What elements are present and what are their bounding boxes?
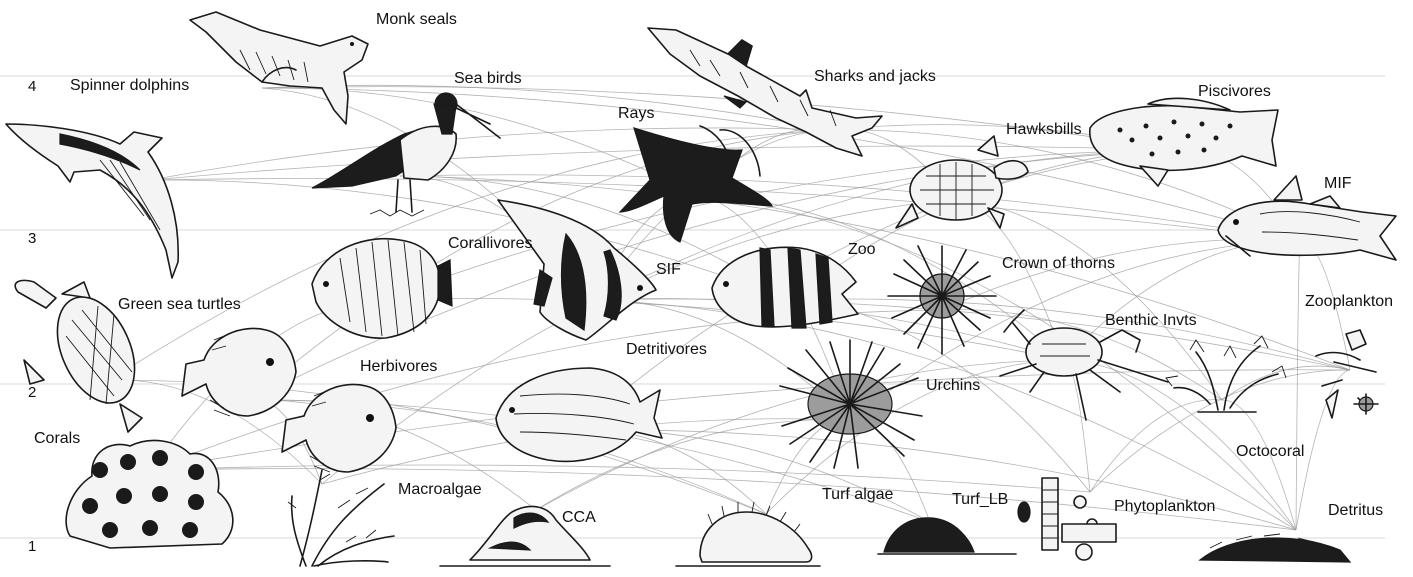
corals-illustration	[66, 440, 233, 548]
feeding-link-corals-to-phytoplankton	[150, 465, 1090, 492]
detritivore-fish-illustration	[496, 368, 662, 461]
label-zoo: Zoo	[848, 241, 876, 258]
label-herbivores: Herbivores	[360, 358, 437, 375]
zoo-fish-illustration	[712, 247, 858, 328]
herbivore-fish-illustration-upper	[182, 328, 296, 416]
label-phytoplankton: Phytoplankton	[1114, 498, 1215, 515]
octocoral-illustration	[1166, 336, 1286, 412]
feeding-link-benthic-invts-to-turf-algae	[766, 360, 1064, 514]
piscivore-fish-illustration	[1090, 98, 1278, 186]
label-monk-seals: Monk seals	[376, 11, 457, 28]
mif-fish-illustration	[1218, 176, 1396, 260]
label-turf-lb: Turf_LB	[952, 491, 1008, 508]
trophic-level-2: 2	[28, 384, 36, 401]
herbivore-fish-illustration-lower	[282, 384, 396, 472]
spinner-dolphin-illustration	[6, 124, 178, 278]
label-mif: MIF	[1324, 175, 1352, 192]
corallivore-fish-illustration	[312, 239, 452, 338]
label-crown-of-thorns: Crown of thorns	[1002, 255, 1115, 272]
label-benthic-invts: Benthic Invts	[1105, 312, 1197, 329]
shark-illustration	[648, 28, 882, 156]
label-macroalgae: Macroalgae	[398, 481, 482, 498]
label-sea-birds: Sea birds	[454, 70, 522, 87]
label-cca: CCA	[562, 509, 596, 526]
label-detritus: Detritus	[1328, 502, 1383, 519]
label-rays: Rays	[618, 105, 654, 122]
label-octocoral: Octocoral	[1236, 443, 1304, 460]
monk-seal-illustration	[190, 12, 368, 124]
label-corallivores: Corallivores	[448, 235, 532, 252]
trophic-level-4: 4	[28, 78, 36, 95]
feeding-link-mif-to-detritus	[1296, 240, 1300, 530]
label-corals: Corals	[34, 430, 80, 447]
feeding-link-urchins-to-turf-lb	[850, 420, 930, 522]
ray-illustration	[620, 126, 772, 242]
node-labels: Monk seals Spinner dolphins Sea birds Sh…	[34, 11, 1393, 526]
label-detritivores: Detritivores	[626, 341, 707, 358]
label-zooplankton: Zooplankton	[1305, 293, 1393, 310]
feeding-link-zooplankton-to-phytoplankton	[1090, 370, 1350, 492]
label-spinner-dolphins: Spinner dolphins	[70, 77, 189, 94]
label-sif: SIF	[656, 261, 681, 278]
label-turf-algae: Turf algae	[822, 486, 894, 503]
label-sharks-and-jacks: Sharks and jacks	[814, 68, 936, 85]
turf-algae-illustration	[676, 502, 820, 566]
label-hawksbills: Hawksbills	[1006, 121, 1082, 138]
label-piscivores: Piscivores	[1198, 83, 1271, 100]
label-urchins: Urchins	[926, 377, 980, 394]
feeding-link-octocoral-to-phytoplankton	[1090, 400, 1222, 492]
label-green-sea-turtles: Green sea turtles	[118, 296, 241, 313]
turf-lb-illustration	[878, 518, 1016, 554]
macroalgae-illustration	[288, 470, 394, 566]
trophic-level-3: 3	[28, 230, 36, 247]
trophic-level-1: 1	[28, 538, 36, 555]
feeding-link-octocoral-to-detritus	[1222, 400, 1296, 530]
